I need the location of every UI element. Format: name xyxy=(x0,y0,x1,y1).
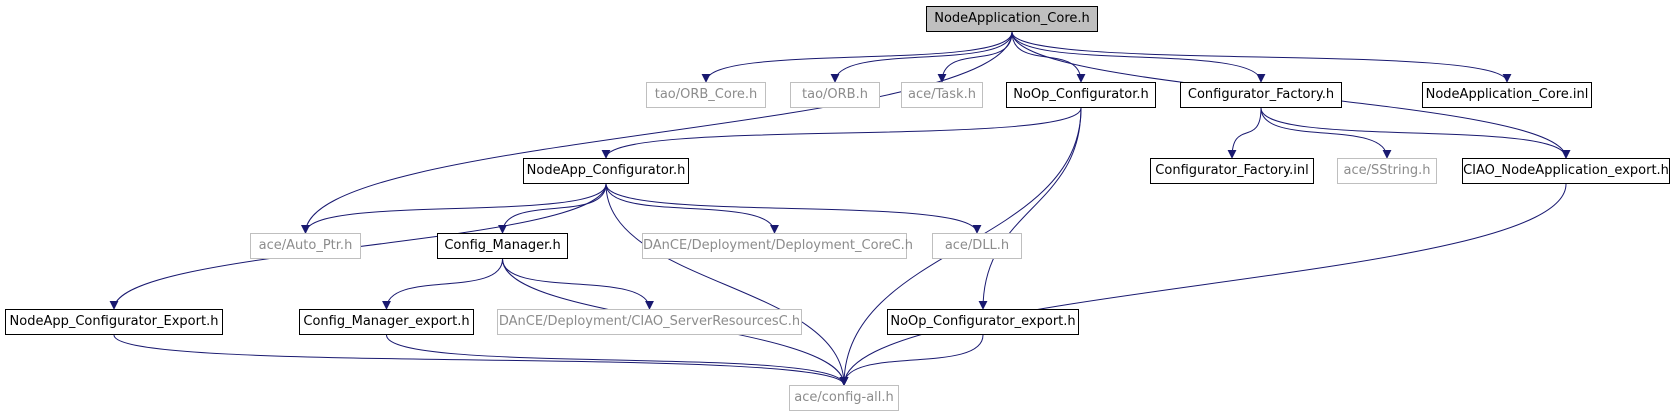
node-nodeapplication-core-h[interactable]: NodeApplication_Core.h xyxy=(926,6,1098,32)
edge-cfg_factory-to-sstring xyxy=(1260,107,1392,159)
node-nodeapp-configurator-export-h[interactable]: NodeApp_Configurator_Export.h xyxy=(5,309,223,335)
node-ace-task-h[interactable]: ace/Task.h xyxy=(901,82,983,108)
edge-nodeapp_cfg-to-config_all xyxy=(605,183,849,386)
node-dance-ciao-serverresourcesc-h[interactable]: DAnCE/Deployment/CIAO_ServerResourcesC.h xyxy=(497,309,802,335)
node-tao-orb-core-h[interactable]: tao/ORB_Core.h xyxy=(646,82,766,108)
edge-noop_cfg-to-noop_export xyxy=(978,107,1082,310)
edge-config_mgr-to-ciao_server xyxy=(502,258,654,310)
edge-nodeapp_cfg-to-auto_ptr xyxy=(301,183,607,234)
node-noop-configurator-export-h[interactable]: NoOp_Configurator_export.h xyxy=(887,309,1079,335)
node-ace-auto-ptr-h[interactable]: ace/Auto_Ptr.h xyxy=(250,233,361,259)
edge-nodeapp_cfg-to-config_mgr xyxy=(498,183,607,234)
node-configurator-factory-h[interactable]: Configurator_Factory.h xyxy=(1180,82,1342,108)
edge-root-to-auto_ptr xyxy=(301,31,1013,234)
edge-root-to-orb_core xyxy=(701,31,1013,83)
node-ace-dll-h[interactable]: ace/DLL.h xyxy=(932,233,1022,259)
node-config-manager-h[interactable]: Config_Manager.h xyxy=(437,233,568,259)
edge-cfg_factory-to-ciao_export xyxy=(1260,107,1571,159)
edge-nodeapp_cfg_export-to-config_all xyxy=(113,334,849,386)
edge-root-to-core_inl xyxy=(1011,31,1512,83)
edge-root-to-orb xyxy=(830,31,1013,83)
edge-noop_export-to-config_all xyxy=(839,334,984,386)
edge-noop_cfg-to-nodeapp_cfg xyxy=(601,107,1082,159)
edge-root-to-task xyxy=(937,31,1013,83)
node-ace-sstring-h[interactable]: ace/SString.h xyxy=(1337,158,1437,184)
node-config-manager-export-h[interactable]: Config_Manager_export.h xyxy=(299,309,474,335)
node-dance-deployment-corec-h[interactable]: DAnCE/Deployment/Deployment_CoreC.h xyxy=(642,233,913,259)
edge-root-to-cfg_factory xyxy=(1011,31,1266,83)
edge-cfg_factory-to-cfg_factory_inl xyxy=(1227,107,1262,159)
edge-nodeapp_cfg-to-dll xyxy=(605,183,982,234)
node-ciao-nodeapplication-export-h[interactable]: CIAO_NodeApplication_export.h xyxy=(1462,158,1670,184)
edge-ciao_export-to-config_all xyxy=(839,183,1567,386)
node-noop-configurator-h[interactable]: NoOp_Configurator.h xyxy=(1006,82,1156,108)
node-ace-config-all-h[interactable]: ace/config-all.h xyxy=(789,385,899,411)
node-configurator-factory-inl[interactable]: Configurator_Factory.inl xyxy=(1150,158,1314,184)
edge-config_mgr-to-cfg_mgr_export xyxy=(382,258,503,310)
edge-cfg_mgr_export-to-config_all xyxy=(386,334,849,386)
node-nodeapplication-core-inl[interactable]: NodeApplication_Core.inl xyxy=(1422,82,1592,108)
node-tao-orb-h[interactable]: tao/ORB.h xyxy=(790,82,880,108)
node-nodeapp-configurator-h[interactable]: NodeApp_Configurator.h xyxy=(523,158,689,184)
edge-nodeapp_cfg-to-dep_corec xyxy=(605,183,779,234)
